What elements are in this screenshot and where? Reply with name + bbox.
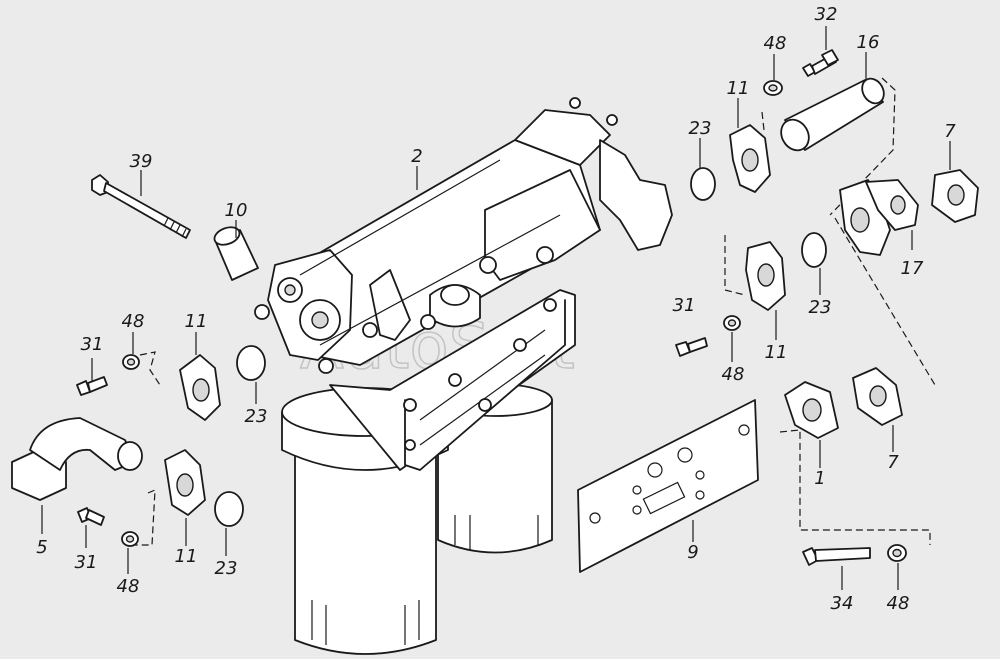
flange-gasket-11-left-bottom	[164, 449, 206, 516]
bolt-31-left-bottom	[77, 507, 105, 526]
callout-39: 39	[130, 151, 153, 172]
assembly-line-left-bottom	[135, 489, 156, 546]
callout-7: 7	[887, 452, 899, 473]
callout-23: 23	[245, 406, 268, 427]
bolt-31-left-top	[76, 376, 108, 396]
washer-48-top	[763, 80, 783, 96]
o-ring-23-left	[236, 345, 266, 381]
assembly-line-left-top	[139, 351, 161, 386]
callout-1: 1	[814, 468, 825, 489]
callout-2: 2	[411, 146, 422, 167]
flange-gasket-11-top	[729, 124, 771, 193]
o-ring-23-left-bottom	[214, 491, 244, 527]
washer-48-bottom-right	[887, 544, 907, 562]
callout-48: 48	[887, 593, 910, 614]
gasket-7-top	[931, 169, 979, 223]
leader-lines	[41, 26, 951, 590]
callout-31: 31	[673, 295, 696, 316]
long-bolt-39	[91, 174, 191, 239]
elbow-fitting-17	[839, 179, 919, 256]
o-ring-23-top	[690, 167, 716, 201]
callout-5: 5	[36, 537, 47, 558]
filter-head-frame	[329, 289, 576, 471]
callout-31: 31	[75, 552, 98, 573]
assembly-line-11	[761, 111, 765, 131]
callout-16: 16	[857, 32, 880, 53]
callout-48: 48	[722, 364, 745, 385]
callout-34: 34	[831, 593, 854, 614]
callout-23: 23	[689, 118, 712, 139]
callout-23: 23	[215, 558, 238, 579]
callout-11: 11	[175, 546, 198, 567]
callout-48: 48	[764, 33, 787, 54]
flange-gasket-11-left	[179, 354, 221, 421]
spacer-sleeve-10	[213, 226, 259, 281]
bolt-31-mid	[675, 337, 708, 357]
callout-32: 32	[815, 4, 838, 25]
washer-48-left-top	[122, 354, 140, 370]
callout-11: 11	[185, 311, 208, 332]
callout-11: 11	[727, 78, 750, 99]
filter-head-body	[254, 97, 673, 374]
washer-48-mid	[723, 315, 741, 331]
o-ring-23-mid	[801, 232, 827, 268]
flange-gasket-11-mid	[745, 241, 786, 311]
bolt-34	[802, 547, 871, 566]
callout-48: 48	[122, 311, 145, 332]
assembly-line-1	[779, 429, 931, 545]
callout-48: 48	[117, 576, 140, 597]
gasket-7-bottom	[852, 367, 903, 426]
callout-labels: 32 48 16 11 23 7 2 39 10 17 23 31 11 48 …	[36, 4, 956, 614]
callout-17: 17	[901, 258, 924, 279]
callout-31: 31	[81, 334, 104, 355]
callout-11: 11	[765, 342, 788, 363]
callout-23: 23	[809, 297, 832, 318]
elbow-pipe-5	[11, 417, 143, 501]
washer-48-left-bottom	[121, 531, 139, 547]
flange-1	[784, 381, 839, 439]
callout-10: 10	[225, 200, 248, 221]
pipe-16	[780, 77, 885, 152]
bolt-32	[802, 49, 839, 77]
gasket-9	[577, 399, 759, 573]
callout-7: 7	[944, 121, 956, 142]
callout-9: 9	[687, 542, 698, 563]
assembly-line-mid	[724, 235, 746, 296]
